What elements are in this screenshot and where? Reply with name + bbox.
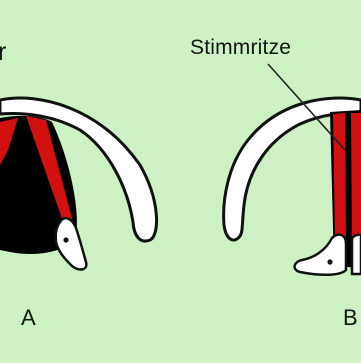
panel-b-arytenoid-right <box>352 235 361 274</box>
panel-a-arytenoid <box>56 218 87 269</box>
panel-b-arytenoid-dot <box>327 259 332 264</box>
panel-a-illustration <box>0 98 157 269</box>
stimmritze-label: Stimmritze <box>190 36 291 60</box>
panel-a-arytenoid-dot <box>63 237 68 242</box>
panel-b-label: B <box>343 305 358 331</box>
panel-b-illustration <box>224 98 361 275</box>
panel-b-arytenoid-left <box>295 235 346 275</box>
panel-a-label: A <box>21 305 36 331</box>
partial-label-left: r <box>0 38 6 67</box>
panel-b-muscle-right <box>351 113 361 238</box>
panel-b-muscle-left <box>333 113 346 240</box>
